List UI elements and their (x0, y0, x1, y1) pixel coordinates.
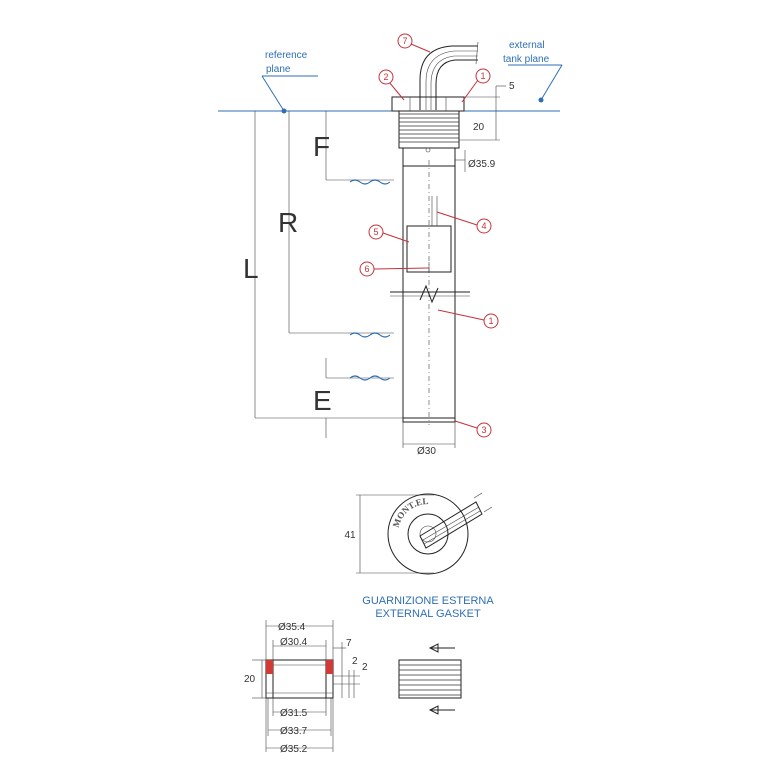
dim-35-9: Ø35.9 (455, 150, 496, 172)
seal-left (266, 660, 273, 674)
svg-text:Ø35.2: Ø35.2 (280, 744, 308, 755)
callout-4: 4 (436, 211, 492, 234)
top-view: 41 MONT.EL (344, 492, 493, 575)
svg-text:Ø33.7: Ø33.7 (280, 726, 308, 737)
svg-text:Ø35.9: Ø35.9 (468, 159, 496, 170)
head-thread (399, 113, 459, 143)
svg-text:2: 2 (383, 72, 388, 82)
reference-plane-line: reference plane (218, 50, 560, 114)
level-dim-R: R (278, 111, 394, 338)
level-dim-L: L (243, 111, 403, 419)
seal-right (326, 660, 333, 674)
svg-text:7: 7 (402, 36, 407, 46)
svg-text:Ø31.5: Ø31.5 (280, 708, 308, 719)
gasket-section: Ø35.4 Ø30.4 20 7 2 2 Ø31.5 (244, 620, 368, 755)
gasket-caption-it: GUARNIZIONE ESTERNA (362, 595, 494, 607)
svg-text:L: L (243, 253, 259, 284)
svg-text:R: R (278, 207, 298, 238)
svg-text:4: 4 (481, 221, 486, 231)
mont-el-logo: MONT.EL (391, 496, 429, 529)
callout-1-top: 1 (461, 68, 491, 103)
tank-plane-label-line1: external (509, 40, 545, 51)
dim-20: 20 (459, 111, 500, 141)
svg-text:Ø35.4: Ø35.4 (278, 622, 306, 633)
svg-text:20: 20 (244, 674, 256, 685)
sensor-head (391, 96, 465, 167)
cable (419, 41, 479, 110)
svg-text:1: 1 (480, 71, 485, 81)
svg-text:20: 20 (473, 122, 485, 133)
svg-text:7: 7 (346, 638, 352, 649)
sensor-tube (390, 160, 470, 425)
reference-label-line2: plane (266, 64, 291, 75)
svg-text:5: 5 (509, 81, 515, 92)
callout-7: 7 (397, 33, 431, 53)
callout-1-mid: 1 (437, 309, 499, 329)
level-dim-E: E (313, 358, 394, 438)
logo-text: MONT.EL (391, 496, 429, 529)
reference-label-line1: reference (265, 50, 308, 61)
callout-6: 6 (359, 261, 430, 277)
svg-text:1: 1 (488, 316, 493, 326)
svg-text:Ø30.4: Ø30.4 (280, 637, 308, 648)
callout-3: 3 (454, 420, 492, 438)
svg-text:MONT.EL: MONT.EL (391, 496, 429, 529)
tank-plane-label-line2: tank plane (503, 54, 550, 65)
svg-text:F: F (313, 131, 330, 162)
svg-text:2: 2 (352, 656, 358, 667)
svg-text:E: E (313, 385, 332, 416)
gasket-caption-en: EXTERNAL GASKET (375, 608, 481, 620)
external-tank-plane-marker: external tank plane (503, 40, 563, 103)
svg-text:6: 6 (364, 264, 369, 274)
callout-2: 2 (378, 69, 405, 101)
dim-5: 5 (464, 81, 515, 111)
gasket-side-view (398, 643, 462, 715)
svg-text:3: 3 (481, 425, 486, 435)
dim-30: Ø30 (402, 422, 456, 457)
callout-5: 5 (368, 224, 410, 243)
svg-text:5: 5 (373, 227, 378, 237)
level-dim-F: F (313, 111, 394, 185)
svg-text:41: 41 (344, 530, 356, 541)
svg-text:2: 2 (362, 662, 368, 673)
svg-text:Ø30: Ø30 (417, 446, 436, 457)
